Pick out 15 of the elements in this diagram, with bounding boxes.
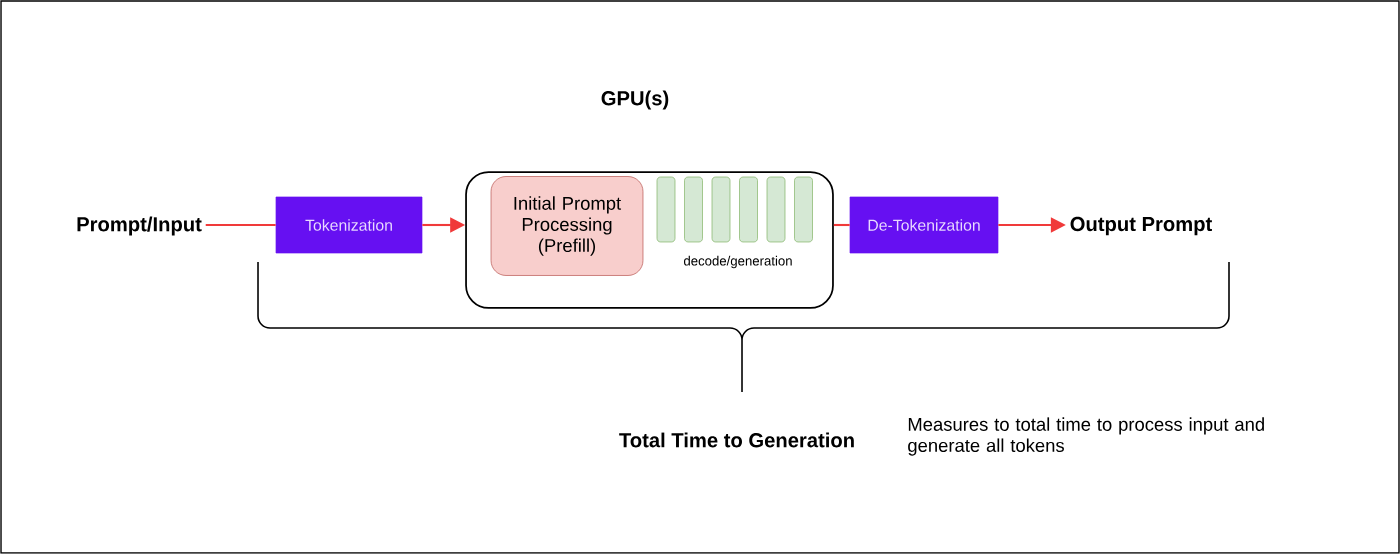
process-box: Tokenization [275,196,423,254]
token-bar [684,176,703,243]
description-text: Measures to total time to process input and generate all tokens [908,417,1264,456]
token-bar [794,176,813,243]
token-bar [766,176,786,243]
node-label: GPU(s) [601,90,669,110]
caption-text: decode/generation [683,255,792,269]
summary-label: Total Time to Generation [619,432,854,448]
process-box: De-Tokenization [849,196,999,254]
node-label: Output Prompt [1070,216,1212,236]
token-bar [656,176,676,243]
node-label: Prompt/Input [77,216,202,236]
token-bar [739,176,758,243]
process-box: Initial Prompt Processing (Prefill) [490,176,644,276]
token-bar [711,176,731,243]
